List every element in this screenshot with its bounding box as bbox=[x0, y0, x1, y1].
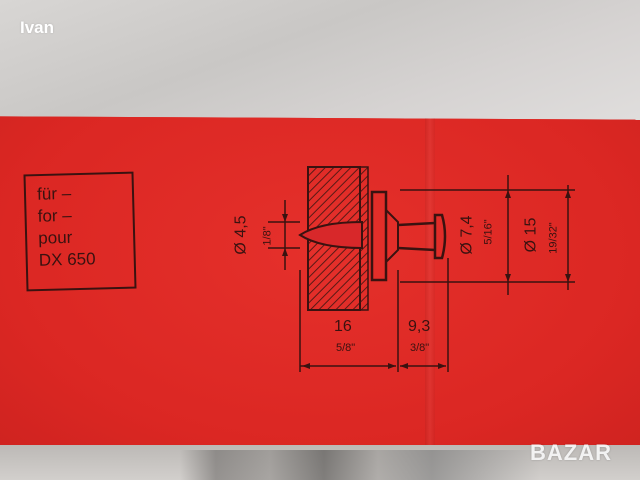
watermark-site-logo: BAZAR bbox=[530, 440, 612, 465]
dim-penetration-length-inch: 5/8" bbox=[336, 342, 356, 354]
nails-pile bbox=[180, 450, 540, 480]
watermark-username: Ivan bbox=[20, 18, 55, 37]
dim-washer-diameter-inch: 19/32" bbox=[547, 222, 560, 254]
dim-shank-diameter-inch: 1/8" bbox=[261, 226, 274, 246]
dim-head-diameter: Ø 7,4 bbox=[458, 215, 476, 255]
box-crease bbox=[425, 118, 435, 448]
dim-protrusion-length: 9,3 bbox=[408, 318, 431, 335]
dim-washer-diameter: Ø 15 bbox=[522, 217, 540, 253]
dim-shank-diameter: Ø 4,5 bbox=[232, 215, 250, 255]
dim-head-diameter-inch: 5/16" bbox=[482, 219, 495, 245]
dim-protrusion-length-inch: 3/8" bbox=[410, 342, 430, 354]
dim-penetration-length: 16 bbox=[334, 318, 352, 335]
background-surface-top bbox=[0, 0, 640, 125]
